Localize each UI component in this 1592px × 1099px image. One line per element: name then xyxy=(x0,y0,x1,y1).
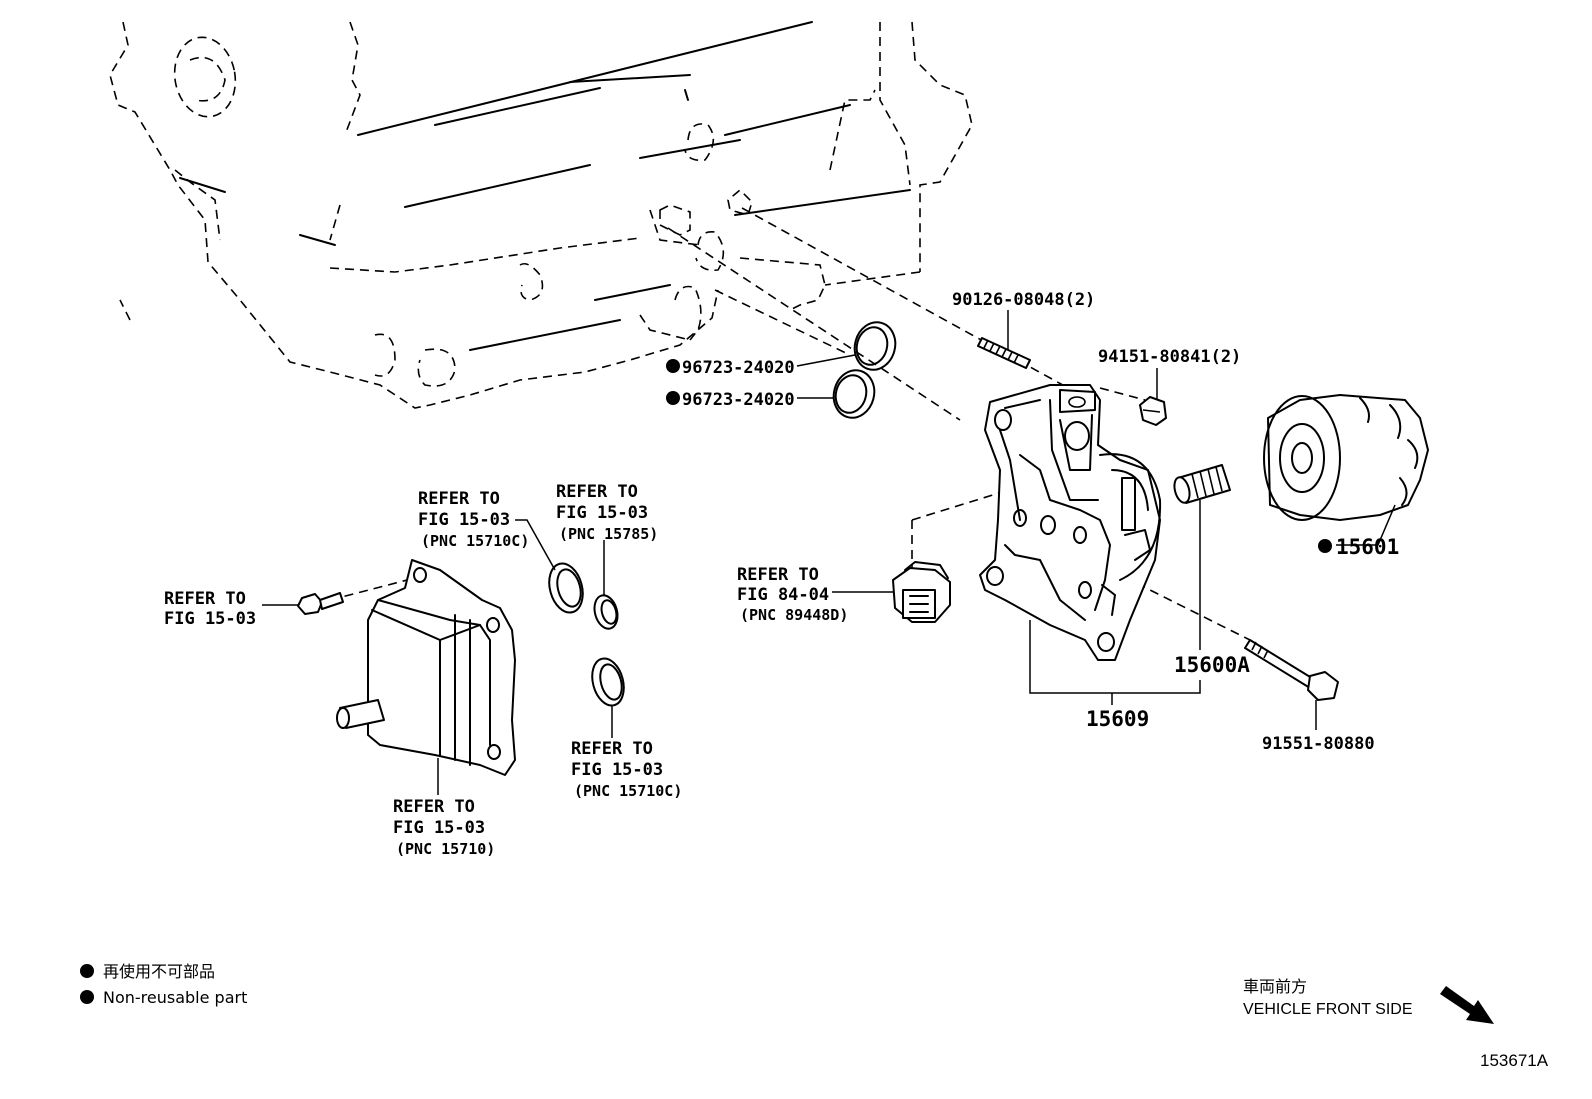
label-filter[interactable]: 15601 xyxy=(1336,535,1399,559)
legend-en: Non-reusable part xyxy=(103,988,247,1007)
illustration-code: 153671A xyxy=(1480,1051,1549,1070)
front-direction: 車両前方 VEHICLE FRONT SIDE xyxy=(1243,978,1494,1024)
non-reusable-icon xyxy=(666,359,680,373)
flange-nut xyxy=(1139,396,1167,426)
label-bolt[interactable]: 91551-80880 xyxy=(1262,734,1375,754)
front-jp: 車両前方 xyxy=(1243,978,1307,996)
label-ring-c-l3: (PNC 15710C) xyxy=(574,782,682,800)
label-ring-a-l2[interactable]: FIG 15-03 xyxy=(418,510,510,530)
cooler-bolt xyxy=(297,592,344,615)
legend-jp: 再使用不可部品 xyxy=(103,962,215,981)
label-cooler-bolt-l2[interactable]: FIG 15-03 xyxy=(164,609,256,629)
front-en: VEHICLE FRONT SIDE xyxy=(1243,1001,1413,1018)
label-stud[interactable]: 90126-08048(2) xyxy=(952,290,1095,310)
label-oring-1[interactable]: 96723-24020 xyxy=(682,358,795,378)
oil-filter-bracket xyxy=(979,384,1162,661)
label-sensor-l3: (PNC 89448D) xyxy=(740,606,848,624)
oil-pressure-sensor xyxy=(892,561,951,623)
label-union[interactable]: 15600A xyxy=(1174,653,1250,677)
non-reusable-markers xyxy=(80,359,1332,1004)
non-reusable-icon xyxy=(666,391,680,405)
legend: 再使用不可部品 Non-reusable part xyxy=(103,962,247,1007)
non-reusable-icon xyxy=(1318,539,1332,553)
label-sensor-l2[interactable]: FIG 84-04 xyxy=(737,585,829,605)
label-oring-2[interactable]: 96723-24020 xyxy=(682,390,795,410)
o-rings xyxy=(832,321,897,419)
label-nut[interactable]: 94151-80841(2) xyxy=(1098,347,1241,367)
label-ring-a-l1: REFER TO xyxy=(418,489,500,509)
engine-block-outline xyxy=(109,21,973,409)
label-cooler-bolt-l1: REFER TO xyxy=(164,589,246,609)
non-reusable-icon xyxy=(80,964,94,978)
oil-cooler xyxy=(336,559,516,776)
oil-filter xyxy=(1263,394,1429,521)
flange-bolt xyxy=(1244,639,1339,701)
label-ring-c-l1: REFER TO xyxy=(571,739,653,759)
part-labels: 90126-08048(2) 94151-80841(2) 96723-2402… xyxy=(164,290,1399,858)
label-bracket[interactable]: 15609 xyxy=(1086,707,1149,731)
stud-bolt xyxy=(977,337,1031,369)
label-ring-b-l3: (PNC 15785) xyxy=(559,525,658,543)
label-cooler-l1: REFER TO xyxy=(393,797,475,817)
union-bolt xyxy=(1173,464,1231,504)
label-sensor-l1: REFER TO xyxy=(737,565,819,585)
assembly-lines xyxy=(329,207,1251,641)
label-ring-b-l2[interactable]: FIG 15-03 xyxy=(556,503,648,523)
arrow-down-right-icon xyxy=(1440,986,1494,1024)
label-ring-a-l3: (PNC 15710C) xyxy=(421,532,529,550)
leader-lines xyxy=(262,310,1396,795)
label-cooler-l3: (PNC 15710) xyxy=(396,840,495,858)
label-ring-c-l2[interactable]: FIG 15-03 xyxy=(571,760,663,780)
seal-rings xyxy=(548,562,625,707)
label-ring-b-l1: REFER TO xyxy=(556,482,638,502)
non-reusable-icon xyxy=(80,990,94,1004)
label-cooler-l2[interactable]: FIG 15-03 xyxy=(393,818,485,838)
